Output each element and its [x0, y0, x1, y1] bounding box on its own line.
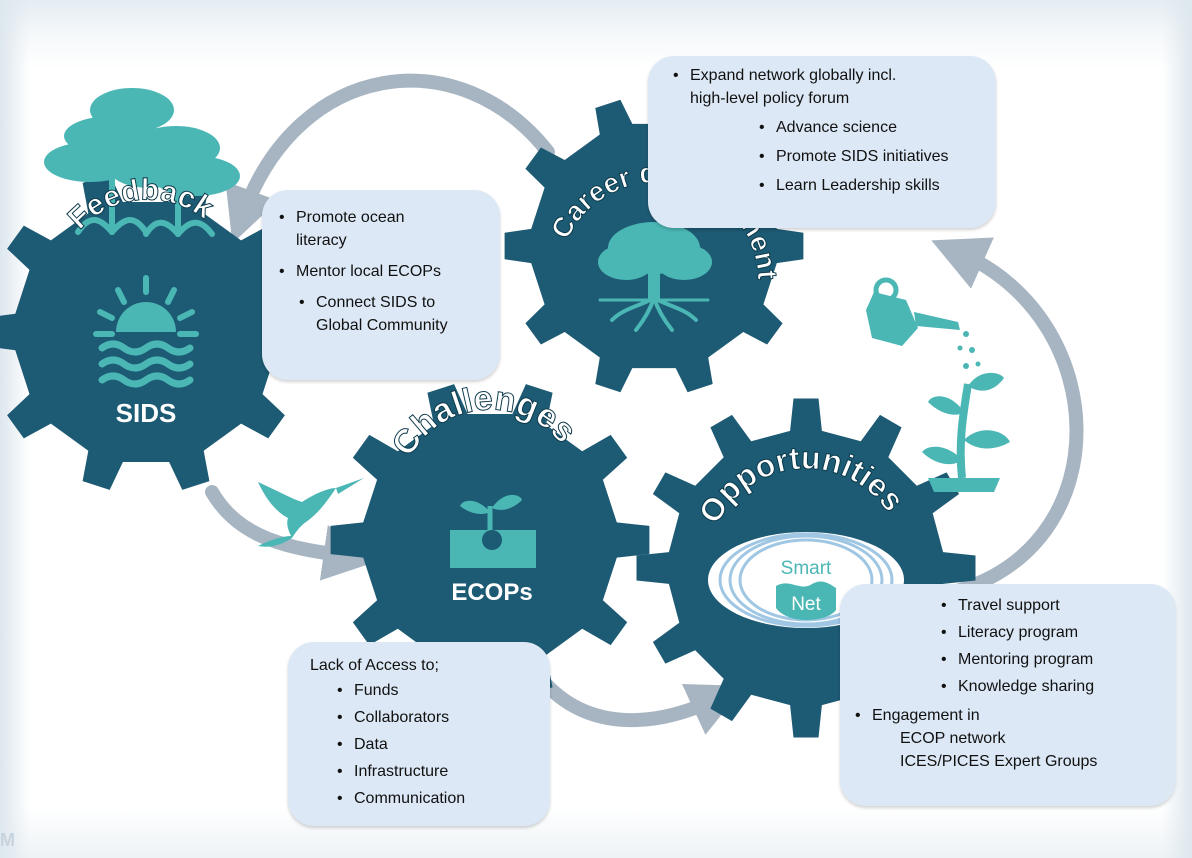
career-development-box: Expand network globally incl. high-level…	[648, 56, 996, 228]
feedback-gear-subtitle: SIDS	[116, 398, 177, 428]
challenges-box-item-2: Collaborators	[334, 706, 536, 729]
opportunities-box-item-5: Engagement in	[852, 704, 1164, 727]
arrow-opportunities-to-career	[931, 237, 1084, 597]
career-box-item-3: Promote SIDS initiatives	[756, 145, 982, 168]
challenges-box-item-5: Communication	[334, 787, 536, 810]
feedback-box: Promote ocean literacy Mentor local ECOP…	[262, 190, 500, 380]
sprout-soil-icon	[450, 494, 536, 568]
challenges-box-item-4: Infrastructure	[334, 760, 536, 783]
smartnet-logo-bottom: Net	[791, 594, 821, 615]
background-watermark: M	[0, 830, 15, 850]
opportunities-box-item-1: Travel support	[938, 594, 1164, 617]
arrow-career-to-feedback	[225, 73, 555, 244]
feedback-box-item-2: Mentor local ECOPs	[276, 260, 486, 283]
smartnet-logo-top: Smart	[781, 558, 832, 579]
tree-roots-icon	[598, 222, 712, 332]
sunrise-waves-icon	[93, 275, 199, 388]
career-box-item-4: Learn Leadership skills	[756, 174, 982, 197]
opportunities-box-item-5-sub-1: ECOP network	[900, 730, 1006, 747]
feedback-box-item-1: Promote ocean	[276, 206, 486, 229]
feedback-box-item-3-cont: Global Community	[316, 317, 448, 334]
career-box-item-1-cont: high-level policy forum	[690, 90, 850, 107]
career-box-item-2: Advance science	[756, 116, 982, 139]
feedback-box-item-3: Connect SIDS to	[296, 291, 486, 314]
seedling-plant-icon	[922, 372, 1010, 492]
arrow-feedback-to-challenges	[205, 485, 380, 581]
opportunities-box: Travel support Literacy program Mentorin…	[840, 584, 1176, 806]
opportunities-box-item-5-sub-2: ICES/PICES Expert Groups	[900, 753, 1098, 770]
hummingbird-icon	[258, 478, 364, 547]
career-box-item-1: Expand network globally incl.	[670, 64, 982, 87]
challenges-gear-subtitle: ECOPs	[451, 579, 532, 606]
opportunities-box-item-3: Mentoring program	[938, 648, 1164, 671]
challenges-box: Lack of Access to; Funds Collaborators D…	[288, 642, 550, 826]
arrow-challenges-to-opportunities	[535, 673, 745, 735]
opportunities-box-item-2: Literacy program	[938, 621, 1164, 644]
challenges-box-item-3: Data	[334, 733, 536, 756]
trees-icon	[44, 88, 240, 237]
challenges-box-item-1: Funds	[334, 679, 536, 702]
opportunities-box-item-4: Knowledge sharing	[938, 675, 1164, 698]
feedback-box-item-1-cont: literacy	[296, 232, 347, 249]
challenges-box-intro: Lack of Access to;	[310, 657, 439, 674]
watering-can-icon	[866, 277, 981, 369]
